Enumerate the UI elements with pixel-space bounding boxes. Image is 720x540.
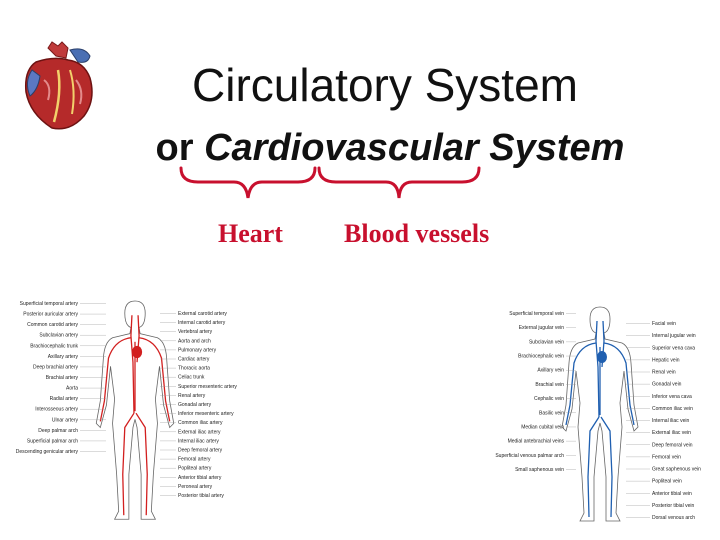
vessel-label: Inferior vena cava xyxy=(652,394,692,400)
vessel-label: Superficial temporal vein xyxy=(509,311,564,317)
vessel-path xyxy=(135,412,148,516)
vessel-path xyxy=(138,337,171,422)
vessel-path xyxy=(122,412,135,516)
body-outline xyxy=(95,300,175,520)
heart-label: Heart xyxy=(218,219,283,248)
vessel-label: Common iliac artery xyxy=(178,420,223,426)
vessel-label: Popliteal vein xyxy=(652,479,682,485)
vessel-path xyxy=(595,320,600,418)
vessel-label: Deep brachial artery xyxy=(33,364,79,370)
vessel-label: Popliteal artery xyxy=(178,466,212,472)
vessel-label: Common carotid artery xyxy=(27,322,78,328)
vessel-label: Ulnar artery xyxy=(52,417,79,423)
brace-blood-vessels xyxy=(317,166,481,199)
artery-paths xyxy=(99,315,171,516)
brace-heart xyxy=(179,166,317,199)
heart-mark xyxy=(131,345,143,359)
vessel-label: Aorta and arch xyxy=(178,338,211,344)
vessel-label: Superior mesenteric artery xyxy=(178,384,237,390)
vessel-label: Anterior tibial vein xyxy=(652,491,692,497)
vessel-label: Celiac trunk xyxy=(178,375,205,381)
title-line-2: or Cardiovascular System xyxy=(110,125,670,171)
vessel-label: Subclavian artery xyxy=(39,333,78,339)
vessel-label: Small saphenous vein xyxy=(515,467,564,473)
vessel-label: Axillary artery xyxy=(48,354,79,360)
vessel-label: Vertebral artery xyxy=(178,329,213,335)
anatomical-heart-icon xyxy=(24,41,93,130)
vessel-label: Posterior auricular artery xyxy=(23,312,78,318)
vessel-label: Pulmonary artery xyxy=(178,347,217,353)
vessel-label: Femoral artery xyxy=(178,457,211,463)
vessel-label: Internal jugular vein xyxy=(652,333,696,339)
vessel-label: Axillary vein xyxy=(537,368,564,374)
vessel-label: Cardiac artery xyxy=(178,357,210,363)
vessel-label: Dorsal venous arch xyxy=(652,515,695,521)
vessel-label: Median cubital vein xyxy=(521,424,564,430)
vessel-label: Brachiocephalic trunk xyxy=(30,343,78,349)
body-silhouette xyxy=(561,306,639,522)
vessel-label: Hepatic vein xyxy=(652,357,680,363)
vessel-label: Internal iliac artery xyxy=(178,438,219,444)
vessel-label: Gonadal artery xyxy=(178,402,212,408)
vessel-label: Thoracic aorta xyxy=(178,366,210,372)
vessel-label: External jugular vein xyxy=(519,325,565,331)
vessel-label: Brachial artery xyxy=(46,375,79,381)
vessel-label: Brachial vein xyxy=(535,382,564,388)
vessel-label: Superficial venous palmar arch xyxy=(495,453,564,459)
title-or: or xyxy=(155,127,205,169)
vessel-label: Cephalic vein xyxy=(534,396,564,402)
vessel-label: Peroneal artery xyxy=(178,484,213,490)
vessel-label: Common iliac vein xyxy=(652,406,693,412)
vessel-label: Basilic vein xyxy=(539,410,564,416)
heart-mark xyxy=(597,351,607,363)
vessel-label: Renal artery xyxy=(178,393,206,399)
vessel-label: External iliac vein xyxy=(652,430,691,436)
vessel-label: Inferior mesenteric artery xyxy=(178,411,234,417)
vessel-label: Great saphenous vein xyxy=(652,467,701,473)
vessel-label: Internal iliac vein xyxy=(652,418,689,424)
vessel-label: Superior vena cava xyxy=(652,345,695,351)
vessel-path xyxy=(587,416,600,518)
vessel-label: External iliac artery xyxy=(178,429,221,435)
vessel-label: Radial artery xyxy=(50,396,79,402)
vessel-label: Deep palmar arch xyxy=(38,428,78,434)
blood-vessels-label: Blood vessels xyxy=(344,219,490,248)
vessel-label: Superficial palmar arch xyxy=(27,438,78,444)
vessel-path xyxy=(130,315,135,414)
vessel-path xyxy=(565,342,597,426)
vessel-label: Internal carotid artery xyxy=(178,320,226,326)
vessel-path xyxy=(600,416,613,518)
vessel-label: Renal vein xyxy=(652,370,676,376)
vessel-label: Superficial temporal artery xyxy=(20,301,79,307)
vessel-label: Descending genicular artery xyxy=(16,449,79,455)
vessel-label: Brachiocephalic vein xyxy=(518,354,564,360)
vessel-label: External carotid artery xyxy=(178,311,227,317)
vessel-label: Interosseous artery xyxy=(35,407,78,413)
body-outline xyxy=(561,306,639,522)
vessel-label: Subclavian vein xyxy=(529,339,564,345)
vessel-label: Deep femoral vein xyxy=(652,442,693,448)
vessel-path xyxy=(99,337,132,422)
title-line-1: Circulatory System xyxy=(192,59,578,111)
vessel-label: Femoral vein xyxy=(652,454,681,460)
vessel-label: Posterior tibial vein xyxy=(652,503,694,509)
vein-paths xyxy=(565,320,635,518)
vessel-label: Medial antebrachial veins xyxy=(508,439,565,445)
vessel-label: Anterior tibial artery xyxy=(178,475,222,481)
vessel-path xyxy=(603,342,635,426)
vessel-label: Facial vein xyxy=(652,321,676,327)
vessel-label: Posterior tibial artery xyxy=(178,493,224,499)
body-silhouette xyxy=(95,300,175,520)
vessel-label: Gonadal vein xyxy=(652,382,682,388)
vessel-label: Aorta xyxy=(66,386,78,392)
vessel-label: Deep femoral artery xyxy=(178,448,223,454)
title-cardiovascular: Cardiovascular System xyxy=(204,127,625,169)
